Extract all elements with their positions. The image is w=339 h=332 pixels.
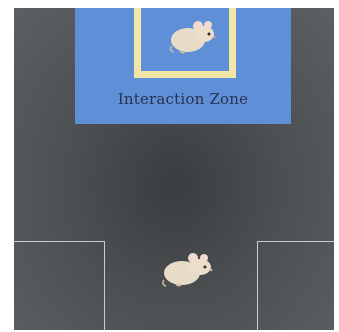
target-mouse-icon: [166, 16, 218, 56]
subject-mouse-icon: [160, 248, 220, 288]
open-field-arena: Interaction Zone: [14, 8, 334, 330]
corner-zone-left: [14, 241, 105, 330]
interaction-zone-label: Interaction Zone: [75, 90, 291, 108]
corner-zone-right: [257, 241, 334, 330]
